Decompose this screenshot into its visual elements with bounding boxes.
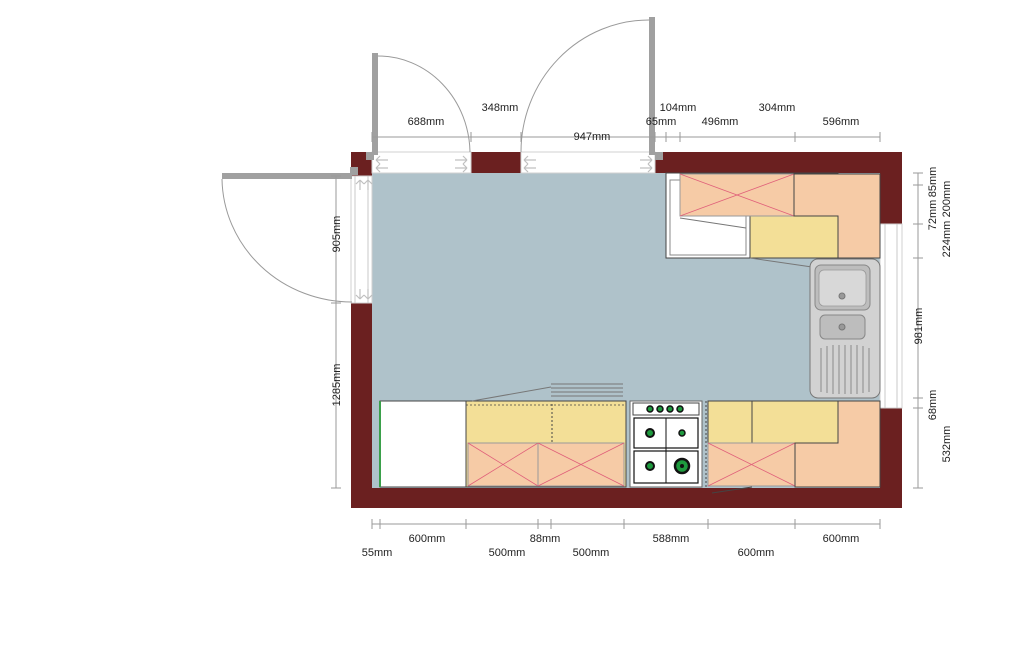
wall-right-lower	[880, 408, 902, 508]
hob-knobs	[646, 405, 684, 413]
dim-500-a: 500mm	[489, 547, 526, 559]
dim-905: 905mm	[331, 216, 343, 253]
window-right-lines	[354, 176, 898, 408]
extractor-hood	[471, 383, 623, 402]
opening-left	[350, 175, 373, 304]
dimension-lines	[331, 132, 923, 529]
dim-600-b: 600mm	[738, 547, 775, 559]
door-top-right	[520, 17, 663, 160]
dim-688: 688mm	[408, 116, 445, 128]
door-top-left-leaf	[372, 53, 378, 155]
dim-55: 55mm	[362, 547, 393, 559]
opening-arrows	[355, 155, 653, 300]
dim-88: 88mm	[530, 533, 561, 545]
door-top-left	[366, 53, 471, 160]
dim-224: 224mm	[941, 221, 953, 258]
window-right	[879, 223, 903, 409]
door-left-leaf	[222, 173, 352, 179]
door-top-right-leaf	[649, 17, 655, 155]
sink	[809, 258, 881, 399]
dim-1285: 1285mm	[331, 364, 343, 407]
dim-304: 304mm	[759, 102, 796, 114]
dim-496: 496mm	[702, 116, 739, 128]
dim-72: 72mm	[927, 200, 939, 231]
dim-981: 981mm	[913, 308, 925, 345]
dim-600-a: 600mm	[409, 533, 446, 545]
dim-200: 200mm	[941, 181, 953, 218]
opening-top-mid	[520, 151, 656, 174]
wall-left-lower	[351, 303, 372, 508]
dim-596: 596mm	[823, 116, 860, 128]
walls	[351, 152, 902, 508]
wall-top-pier	[471, 152, 521, 173]
dim-600-c: 600mm	[823, 533, 860, 545]
sink-drainer	[820, 345, 870, 394]
bottom-left-white-unit	[379, 400, 467, 488]
dim-348: 348mm	[482, 102, 519, 114]
dim-68: 68mm	[927, 390, 939, 421]
hob-burners	[645, 428, 691, 475]
wall-top-right	[655, 152, 902, 173]
wall-right-upper	[880, 152, 902, 224]
dimension-labels: 348mm 104mm 304mm 688mm 947mm 65mm 496mm…	[331, 102, 953, 559]
corner-cabinet-bottom-right	[794, 400, 881, 488]
hob-controls	[632, 402, 700, 416]
bottom-cabinets	[379, 383, 881, 494]
dim-588: 588mm	[653, 533, 690, 545]
opening-top-left	[371, 151, 472, 174]
dim-532: 532mm	[941, 426, 953, 463]
base-cabinet-bottom-right	[707, 400, 753, 444]
dim-947: 947mm	[574, 131, 611, 143]
corner-cabinet-top-right	[793, 173, 881, 259]
dim-85: 85mm	[927, 167, 939, 198]
dim-65: 65mm	[646, 116, 677, 128]
top-right-cabinets	[665, 172, 881, 268]
door-left	[221, 167, 358, 303]
wall-bottom	[351, 488, 902, 508]
dim-104: 104mm	[660, 102, 697, 114]
dim-500-b: 500mm	[573, 547, 610, 559]
